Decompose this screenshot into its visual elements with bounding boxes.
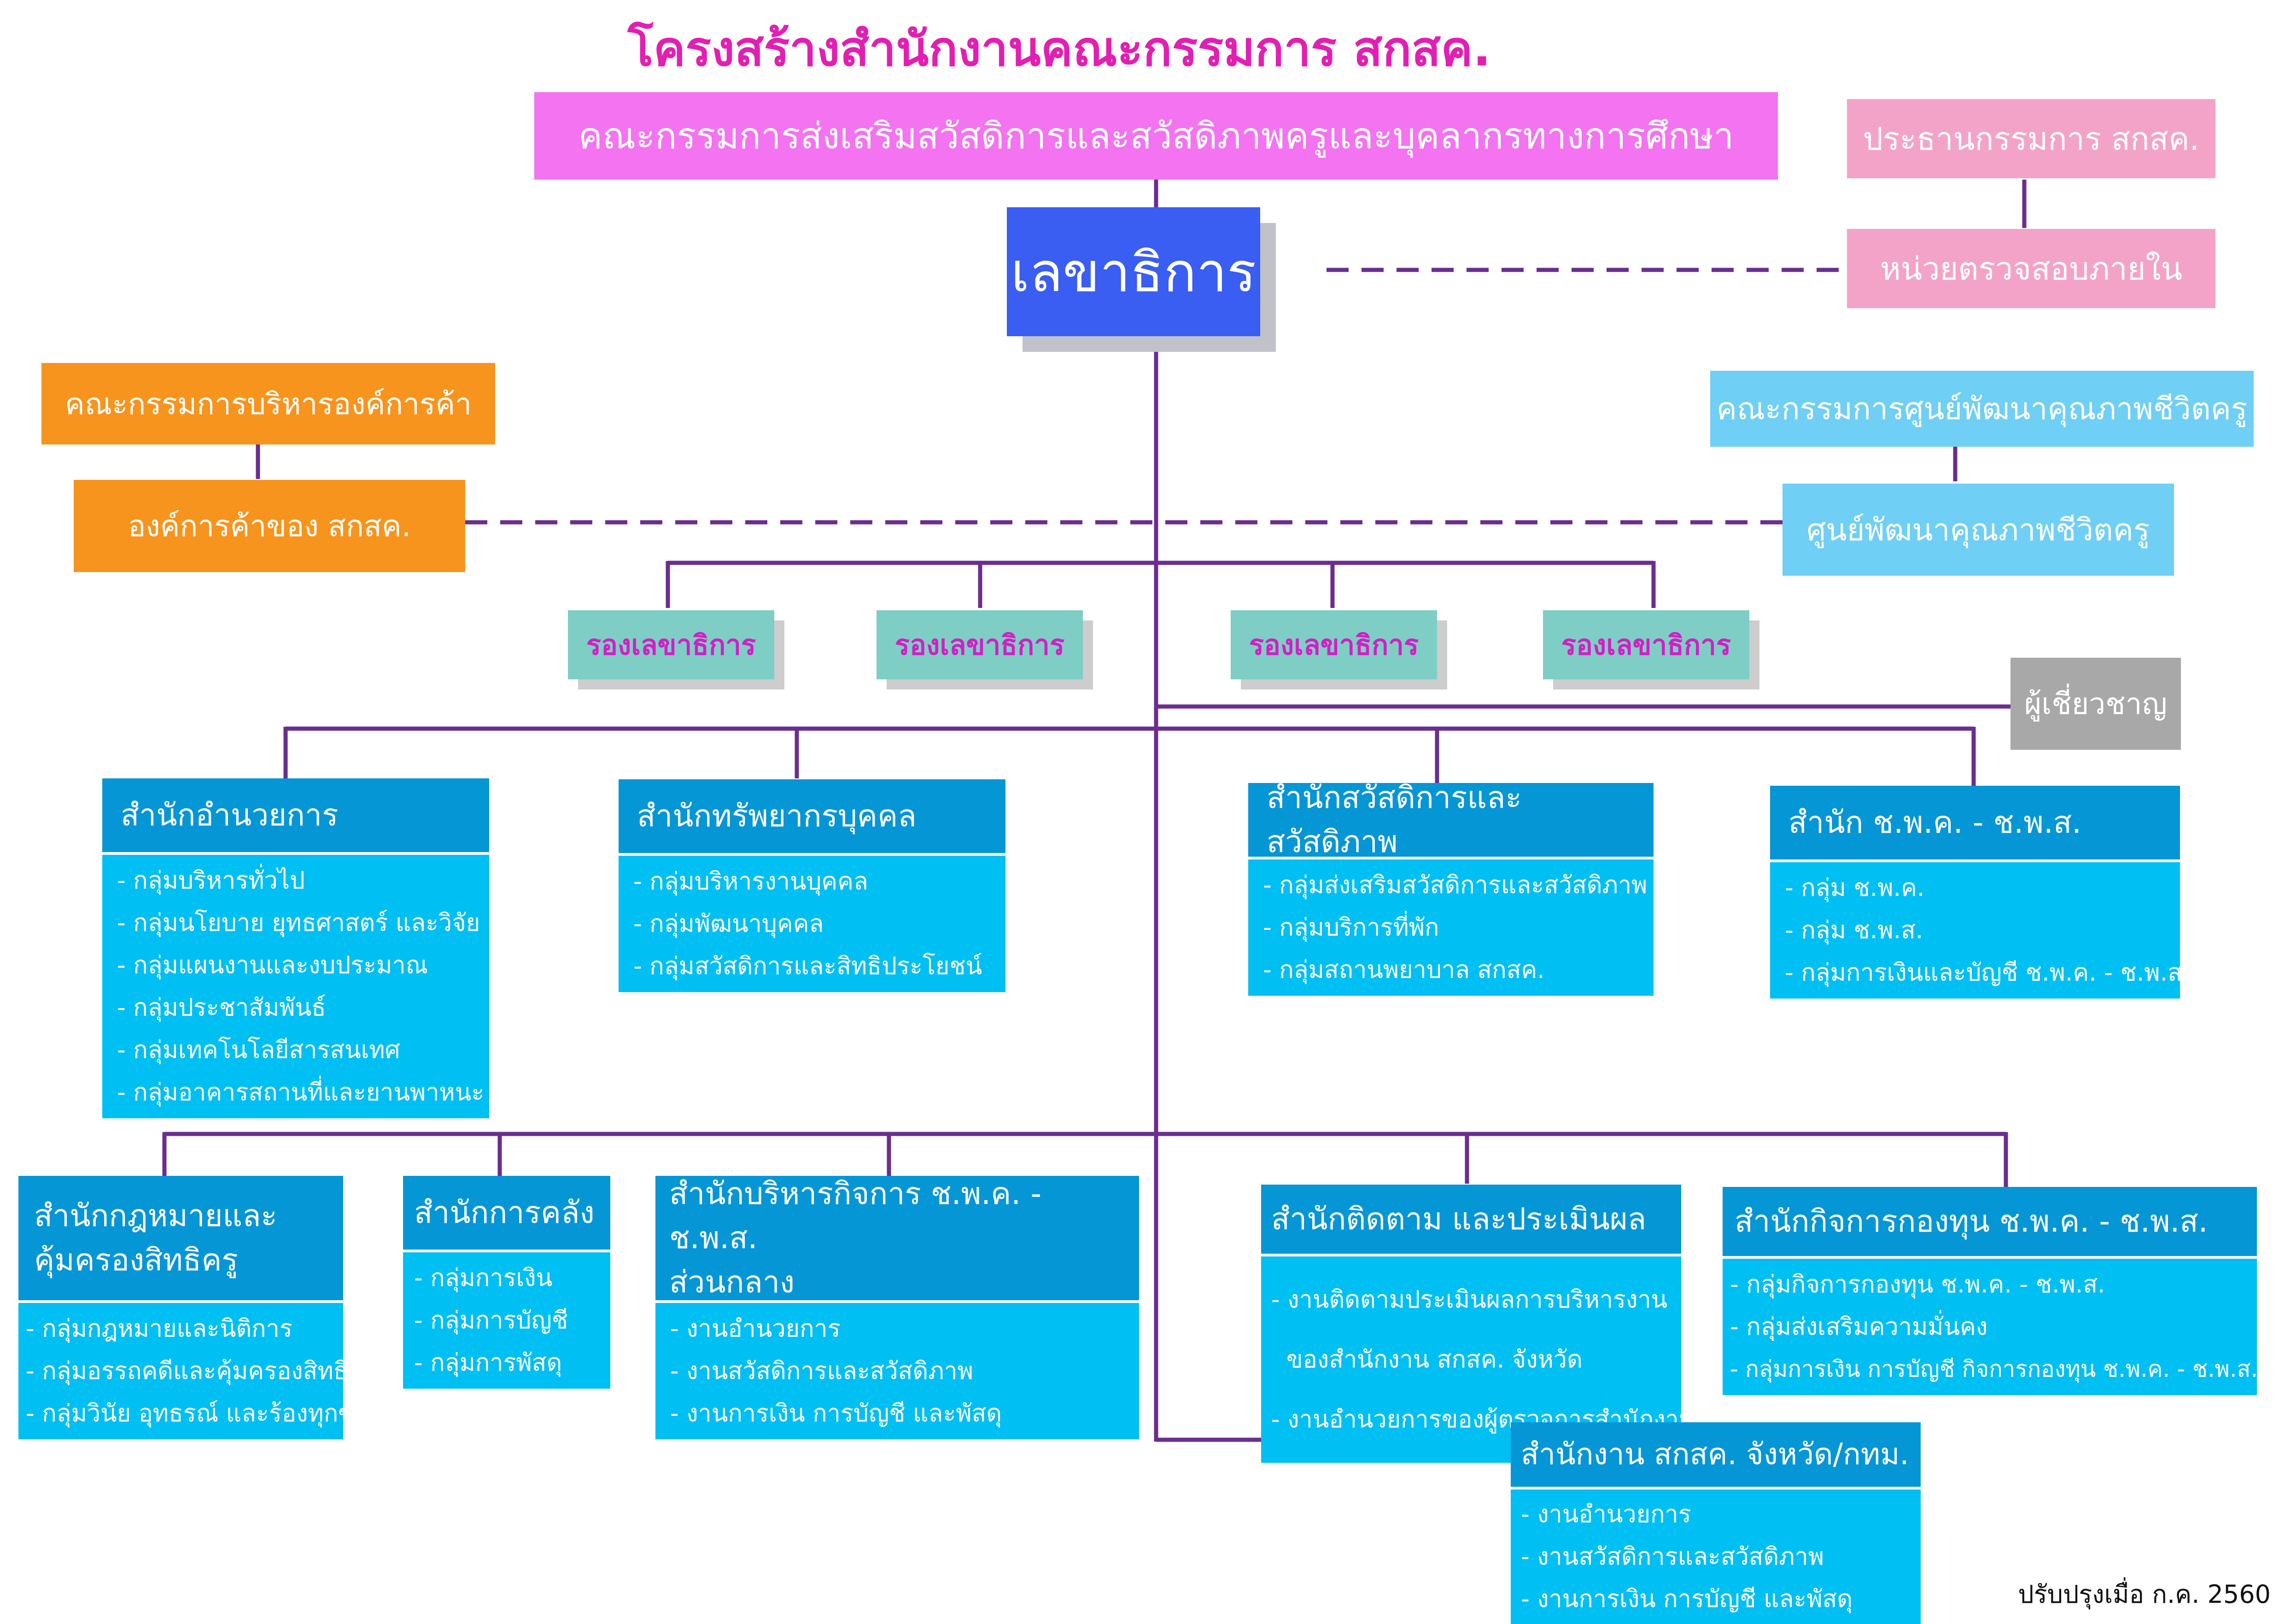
group-item: - กลุ่มบริหารงานบุคคล [633,868,868,895]
group-item: - กลุ่มส่งเสริมความมั่นคง [1730,1313,1988,1341]
group-item: - งานติดตามประเมินผลการบริหารงาน [1271,1286,1668,1314]
group-item: - กลุ่มการเงินและบัญชี ช.พ.ค. - ช.พ.ส. [1785,959,2190,987]
group-item: - งานการเงิน การบัญชี และพัสดุ [670,1400,1002,1427]
office-central-affairs: สำนักบริหารกิจการ ช.พ.ค. - ช.พ.ส. ส่วนกล… [655,1176,1139,1439]
group-item: - กลุ่มบริการที่พัก [1263,914,1439,941]
office-title: สำนักอำนวยการ [102,778,489,852]
office-human-resources: สำนักทรัพยากรบุคคล - กลุ่มบริหารงานบุคคล… [619,779,1005,992]
office-groups: - กลุ่มกิจการกองทุน ช.พ.ค. - ช.พ.ส. - กล… [1723,1259,2258,1395]
deputy-secretary-box: รองเลขาธิการ [1543,610,1749,679]
office-groups: - กลุ่มบริหารงานบุคคล - กลุ่มพัฒนาบุคคล … [619,856,1005,992]
office-groups: - กลุ่มบริหารทั่วไป - กลุ่มนโยบาย ยุทธศา… [102,855,489,1118]
office-title: สำนักทรัพยากรบุคคล [619,779,1005,853]
group-item: - กลุ่มการเงิน [414,1264,553,1292]
office-title: สำนักกิจการกองทุน ช.พ.ค. - ช.พ.ส. [1723,1187,2257,1256]
group-item: - กลุ่มอรรถคดีและคุ้มครองสิทธิ [26,1357,348,1385]
group-item: - งานสวัสดิการและสวัสดิภาพ [670,1357,973,1385]
office-title: สำนัก ช.พ.ค. - ช.พ.ส. [1770,786,2180,859]
group-item: - กลุ่มกฎหมายและนิติการ [26,1315,292,1343]
group-item: - กลุ่มการพัสดุ [414,1349,562,1377]
group-item: - กลุ่ม ช.พ.ค. [1785,874,1925,902]
office-finance: สำนักการคลัง - กลุ่มการเงิน - กลุ่มการบั… [403,1176,610,1389]
office-chpk-chps: สำนัก ช.พ.ค. - ช.พ.ส. - กลุ่ม ช.พ.ค. - ก… [1770,786,2190,999]
office-groups: - กลุ่มการเงิน - กลุ่มการบัญชี - กลุ่มกา… [403,1252,610,1389]
group-item: - กลุ่มเทคโนโลยีสารสนเทศ [117,1036,400,1064]
chairman-box: ประธานกรรมการ สกสค. [1847,99,2215,178]
group-item: - กลุ่มพัฒนาบุคคล [633,910,824,938]
office-groups: - งานอำนวยการ - งานสวัสดิการและสวัสดิภาพ… [655,1303,1139,1439]
group-item: - งานอำนวยการ [670,1315,841,1343]
group-item: - กลุ่มวินัย อุทธรณ์ และร้องทุกข์ [26,1400,355,1427]
office-welfare: สำนักสวัสดิการและสวัสดิภาพ - กลุ่มส่งเสร… [1248,780,1654,996]
office-groups: - กลุ่มกฎหมายและนิติการ - กลุ่มอรรถคดีแล… [18,1303,355,1439]
office-title: สำนักสวัสดิการและสวัสดิภาพ [1248,780,1654,859]
office-groups: - กลุ่ม ช.พ.ค. - กลุ่ม ช.พ.ส. - กลุ่มการ… [1770,862,2190,999]
updated-note: ปรับปรุงเมื่อ ก.ค. 2560 [2018,1580,2271,1609]
trade-org-box: องค์การค้าของ สกสค. [74,480,465,572]
deputy-secretary-box: รองเลขาธิการ [1231,610,1437,679]
office-groups: - กลุ่มส่งเสริมสวัสดิการและสวัสดิภาพ - ก… [1248,859,1654,996]
office-title: สำนักบริหารกิจการ ช.พ.ค. - ช.พ.ส. ส่วนกล… [655,1176,1139,1300]
group-item: - กลุ่มสถานพยาบาล สกสค. [1263,956,1545,984]
expert-box: ผู้เชี่ยวชาญ [2010,658,2181,750]
page-title: โครงสร้างสำนักงานคณะกรรมการ สกสค. [627,20,1491,77]
deputy-secretary-box: รองเลขาธิการ [877,610,1083,679]
group-item: - กลุ่มอาคารสถานที่และยานพาหนะ [117,1079,485,1106]
office-legal: สำนักกฎหมายและ คุ้มครองสิทธิครู - กลุ่มก… [18,1176,355,1439]
group-item: ของสำนักงาน สกสค. จังหวัด [1271,1346,1583,1373]
office-administration: สำนักอำนวยการ - กลุ่มบริหารทั่วไป - กลุ่… [102,778,489,1118]
office-title: สำนักการคลัง [403,1176,610,1250]
group-item: - กลุ่ม ช.พ.ส. [1785,917,1923,944]
group-item: - กลุ่มนโยบาย ยุทธศาสตร์ และวิจัย [117,909,480,937]
group-item: - กลุ่มส่งเสริมสวัสดิการและสวัสดิภาพ [1263,871,1648,899]
group-item: - กลุ่มการเงิน การบัญชี กิจการกองทุน ช.พ… [1730,1356,2258,1382]
group-item: - กลุ่มแผนงานและงบประมาณ [117,952,428,979]
group-item: - กลุ่มกิจการกองทุน ช.พ.ค. - ช.พ.ส. [1730,1271,2105,1298]
center-board-box: คณะกรรมการศูนย์พัฒนาคุณภาพชีวิตครู [1710,371,2254,447]
life-quality-center-box: ศูนย์พัฒนาคุณภาพชีวิตครู [1782,484,2174,576]
internal-audit-box: หน่วยตรวจสอบภายใน [1847,229,2215,308]
office-title: สำนักงาน สกสค. จังหวัด/กทม. [1511,1422,1921,1487]
office-fund-affairs: สำนักกิจการกองทุน ช.พ.ค. - ช.พ.ส. - กลุ่… [1723,1187,2258,1395]
group-item: - งานการเงิน การบัญชี และพัสดุ [1521,1585,1853,1613]
group-item: - งานอำนวยการ [1521,1501,1691,1528]
secretary-box: เลขาธิการ [1007,207,1260,336]
office-title: สำนักติดตาม และประเมินผล [1261,1185,1681,1254]
group-item: - กลุ่มสวัสดิการและสิทธิประโยชน์ [633,952,982,980]
group-item: - กลุ่มประชาสัมพันธ์ [117,994,326,1022]
deputy-secretary-box: รองเลขาธิการ [568,610,774,679]
board-box: คณะกรรมการส่งเสริมสวัสดิการและสวัสดิภาพค… [534,92,1778,180]
office-groups: - งานอำนวยการ - งานสวัสดิการและสวัสดิภาพ… [1511,1490,1921,1624]
office-provincial: สำนักงาน สกสค. จังหวัด/กทม. - งานอำนวยกา… [1511,1422,1921,1624]
group-item: - กลุ่มบริหารทั่วไป [117,867,305,894]
office-title: สำนักกฎหมายและ คุ้มครองสิทธิครู [18,1176,343,1300]
group-item: - งานสวัสดิการและสวัสดิภาพ [1521,1543,1824,1571]
office-monitoring: สำนักติดตาม และประเมินผล - งานติดตามประเ… [1261,1185,1695,1463]
trade-board-box: คณะกรรมการบริหารองค์การค้า [41,363,495,444]
group-item: - กลุ่มการบัญชี [414,1307,568,1334]
